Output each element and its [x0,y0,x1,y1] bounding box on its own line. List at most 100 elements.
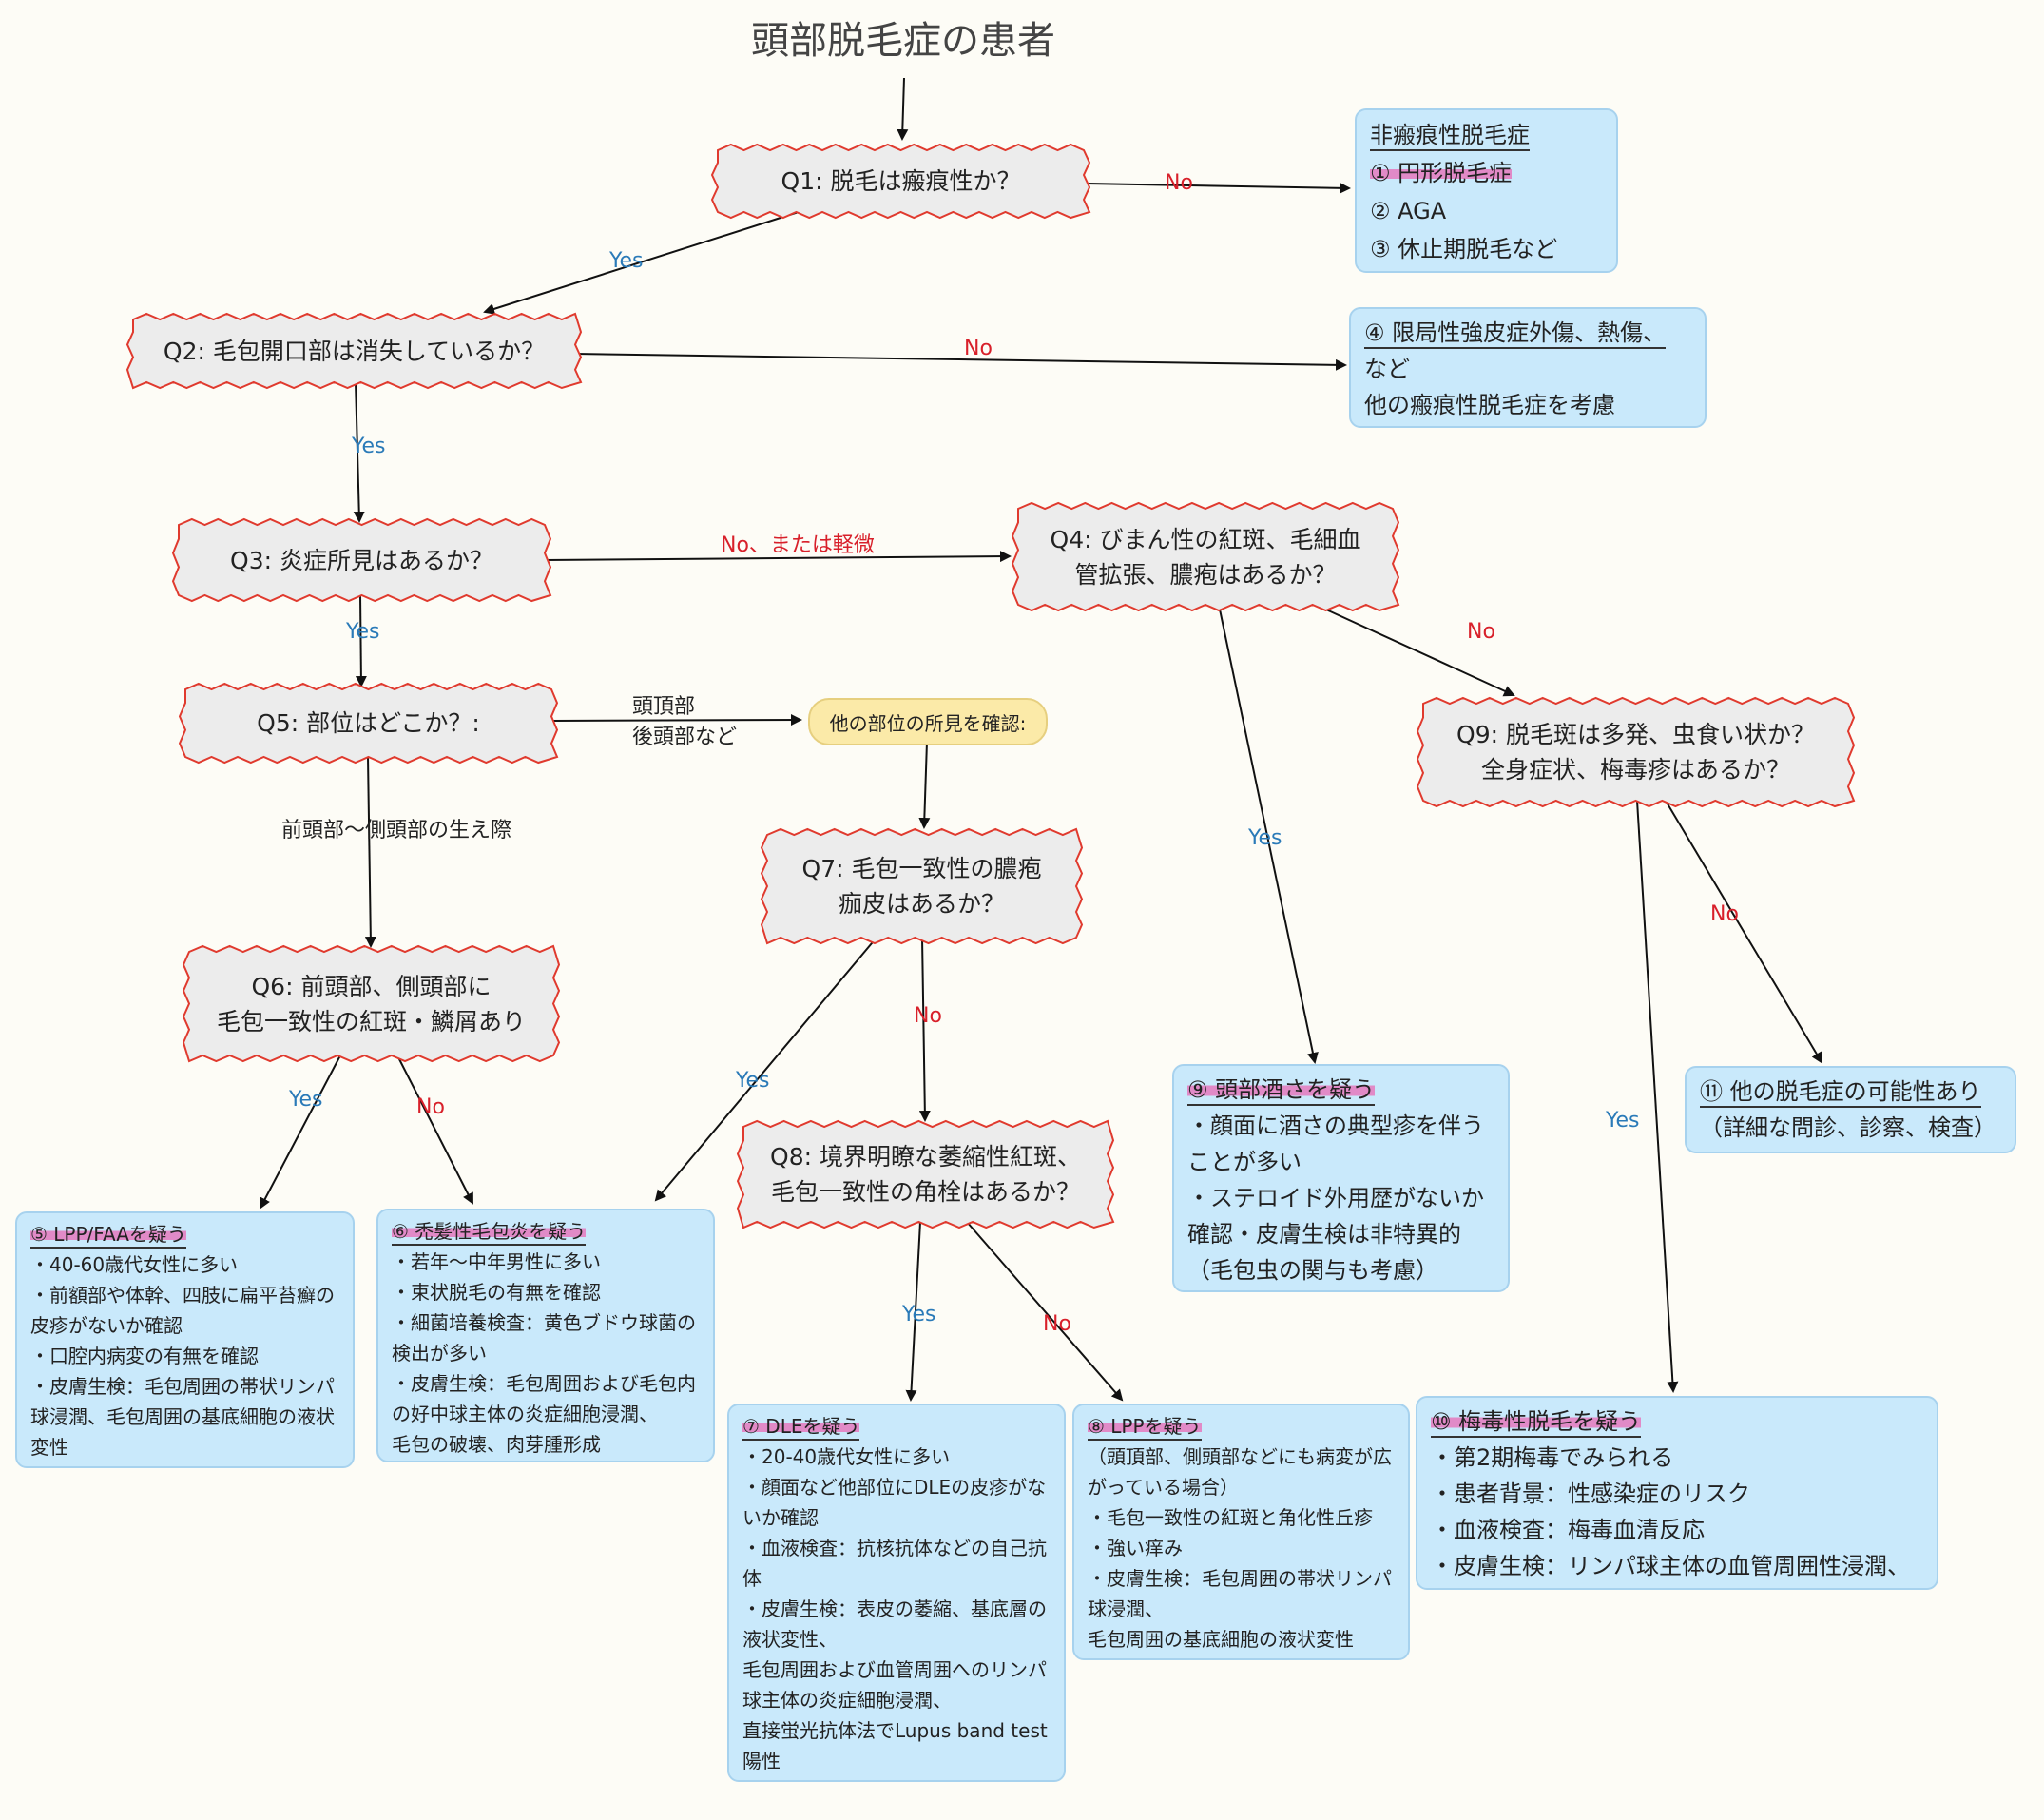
decision-q1-shape [710,143,1091,220]
box-title: ⑩ 梅毒性脱毛を疑う [1431,1407,1642,1438]
box-item: ・顔面に酒さの典型疹を伴うことが多い [1187,1113,1484,1175]
edge-label-q5-other: 頭頂部 後頭部など [632,695,738,749]
box-item: ・細菌培養検査：黄色ブドウ球菌の検出が多い [392,1311,696,1365]
edge-label-q7-no: No [914,1004,942,1028]
box-title: ⑤ LPP/FAAを疑う [30,1223,186,1249]
arrow-q8-no [966,1221,1124,1402]
box-item: ・口腔内病変の有無を確認 [30,1345,259,1367]
box-item: ・強い痒み [1088,1537,1183,1559]
box-syphilitic-alopecia: ⑩ 梅毒性脱毛を疑う ・第2期梅毒でみられる ・患者背景：性感染症のリスク ・血… [1416,1396,1938,1590]
box-item: ・皮膚生検：リンパ球主体の血管周囲性浸潤、 [1431,1553,1910,1579]
box-item: ・第2期梅毒でみられる [1431,1444,1674,1471]
arrow-q3-no [544,551,1012,563]
box-item: ・ステロイド外用歴がないか確認・皮膚生検は非特異的 [1187,1185,1484,1248]
box-item: 毛包周囲の基底細胞の液状変性 [1088,1628,1354,1651]
box-title: 非瘢痕性脱毛症 [1370,121,1530,151]
arrow-q5-other [550,714,802,726]
edge-label-q8-no: No [1043,1312,1071,1336]
edge-label-q8-yes: Yes [902,1303,936,1326]
box-item: ・若年〜中年男性に多い [392,1250,601,1273]
arrow-q1-yes [483,210,802,315]
decision-q8: Q8: 境界明瞭な萎縮性紅斑、 毛包一致性の角栓はあるか？ [770,1143,1081,1206]
box-item: 他の瘢痕性脱毛症を考慮 [1364,392,1615,418]
arrow-q3-yes [355,594,367,687]
box-item: （詳細な問診、診察、検査） [1700,1114,1996,1141]
decision-q5: Q5: 部位はどこか？: [257,709,480,737]
box-item: ③ 休止期脱毛など [1370,236,1558,262]
box-item: 毛包周囲および血管周囲へのリンパ球主体の炎症細胞浸潤、 [742,1658,1047,1712]
box-title: ⑪ 他の脱毛症の可能性あり [1700,1077,1981,1108]
box-folliculitis-decalvans: ⑥ 禿髪性毛包炎を疑う ・若年〜中年男性に多い ・束状脱毛の有無を確認 ・細菌培… [376,1209,715,1462]
decision-q9-shape [1416,696,1856,808]
box-lpp: ⑧ LPPを疑う （頭頂部、側頭部などにも病変が広がっている場合） ・毛包一致性… [1072,1404,1410,1660]
arrow-q5-front [364,756,376,948]
box-title: ⑧ LPPを疑う [1088,1415,1202,1441]
arrow-q2-yes [353,381,365,523]
decision-q1: Q1: 脱毛は瘢痕性か？ [781,167,1021,195]
box-title: ⑨ 頭部酒さを疑う [1187,1075,1376,1106]
arrow-q2-no [574,353,1347,371]
decision-q6: Q6: 前頭部、側頭部に 毛包一致性の紅斑・鱗屑あり [216,972,526,1036]
arrow-q8-yes [905,1221,921,1402]
box-item: （毛包虫の関与も考慮） [1187,1257,1438,1284]
edge-label-q2-yes: Yes [352,435,386,458]
arrow-q4-no [1315,604,1515,697]
decision-q8-shape [736,1119,1115,1229]
edge-label-q5-front: 前頭部〜側頭部の生え際 [281,819,512,842]
arrow-q9-yes [1636,800,1679,1393]
box-item: ・患者背景：性感染症のリスク [1431,1481,1750,1507]
box-item: ・毛包一致性の紅斑と角化性丘疹 [1088,1506,1373,1529]
decision-q6-shape [182,944,561,1063]
decision-q7: Q7: 毛包一致性の膿疱 痂皮はあるか？ [801,855,1042,918]
box-other-alopecia: ⑪ 他の脱毛症の可能性あり （詳細な問診、診察、検査） [1685,1066,2016,1153]
box-item: ・皮膚生検：毛包周囲の帯状リンパ球浸潤、毛包周囲の基底細胞の液状変性 [30,1375,335,1459]
arrow-note-q7 [918,741,931,829]
edge-label-q3-yes: Yes [346,620,380,644]
decision-q5-shape [178,682,559,765]
edge-label-q6-no: No [416,1095,445,1119]
box-scalp-rosacea: ⑨ 頭部酒さを疑う ・顔面に酒さの典型疹を伴うことが多い ・ステロイド外用歴がな… [1172,1064,1510,1292]
edge-label-q4-no: No [1467,620,1495,644]
box-item: ・20-40歳代女性に多い [742,1445,951,1468]
arrow-title-q1 [897,77,909,141]
box-item: 直接蛍光抗体法でLupus band test陽性 [742,1719,1048,1772]
box-item: ・前額部や体幹、四肢に扁平苔癬の皮疹がないか確認 [30,1284,335,1337]
decision-q7-shape [760,827,1084,945]
edge-label-q9-yes: Yes [1606,1109,1640,1133]
box-item: ・皮膚生検：毛包周囲および毛包内の好中球主体の炎症細胞浸潤、 [392,1372,696,1425]
decision-q9: Q9: 脱毛斑は多発、虫食い状か？ 全身症状、梅毒疹はあるか？ [1456,721,1815,784]
arrow-q6-no [396,1055,473,1205]
edge-label-q1-no: No [1165,171,1193,195]
box-title: ⑥ 禿髪性毛包炎を疑う [392,1220,587,1246]
arrow-q7-no [918,937,931,1122]
edge-label-q6-yes: Yes [289,1088,323,1112]
arrow-q4-yes [1218,604,1319,1064]
box-item: ・顔面など他部位にDLEの皮疹がないか確認 [742,1476,1047,1529]
box-lpp-faa: ⑤ LPP/FAAを疑う ・40-60歳代女性に多い ・前額部や体幹、四肢に扁平… [15,1211,355,1468]
check-other-sites-note: 他の部位の所見を確認: [808,698,1048,745]
box-item: ② AGA [1370,198,1447,224]
decision-q4-shape [1011,501,1400,612]
box-item-highlighted: ① 円形脱毛症 [1370,160,1513,186]
box-item: ・皮膚生検：表皮の萎縮、基底層の液状変性、 [742,1597,1047,1651]
edge-label-q3-no: No、または軽微 [721,533,875,557]
decision-q2: Q2: 毛包開口部は消失しているか？ [163,337,546,365]
box-dle: ⑦ DLEを疑う ・20-40歳代女性に多い ・顔面など他部位にDLEの皮疹がな… [727,1404,1066,1782]
edge-label-q9-no: No [1710,902,1739,926]
arrow-q6-yes [260,1055,341,1210]
box-item: ・40-60歳代女性に多い [30,1253,239,1276]
decision-q4: Q4: びまん性の紅斑、毛細血 管拡張、膿疱はあるか？ [1050,525,1361,589]
edge-label-q4-yes: Yes [1248,826,1282,850]
box-item: 毛包の破壊、肉芽腫形成 [392,1433,601,1456]
arrow-q7-yes [654,937,877,1202]
arrow-q9-no [1665,800,1823,1064]
edge-label-q7-yes: Yes [736,1069,770,1093]
decision-q3-shape [171,517,552,603]
edge-label-q1-yes: Yes [609,249,644,273]
box-item: （頭頂部、側頭部などにも病変が広がっている場合） [1088,1445,1392,1499]
decision-q2-shape [125,312,583,390]
edge-label-q2-no: No [964,337,993,360]
box-title: ④ 限局性強皮症外傷、熱傷、 [1364,319,1667,349]
